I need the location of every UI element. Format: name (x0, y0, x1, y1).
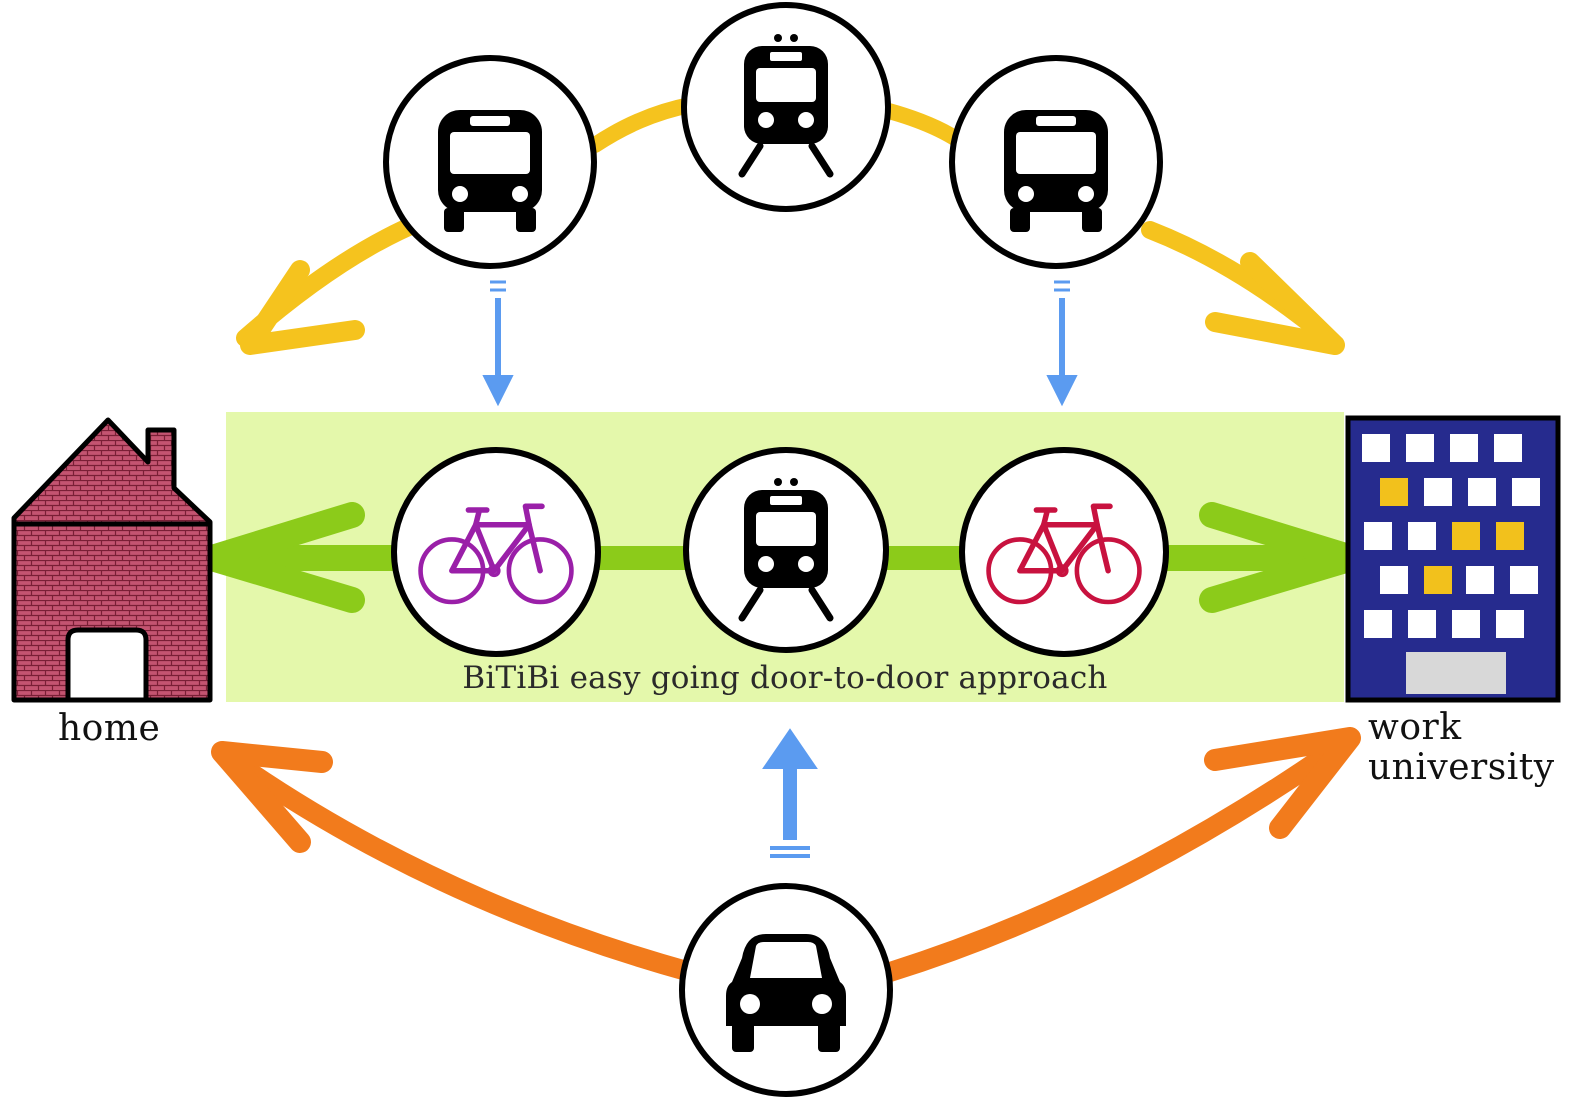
bus-node-right (949, 55, 1163, 269)
work-label: work (1368, 707, 1462, 748)
public-transport-route-arrow (236, 97, 1345, 355)
bike-node-right (959, 447, 1169, 657)
university-label: university (1368, 747, 1555, 788)
train-node-middle (683, 447, 889, 653)
transfer-arrow-left (482, 280, 514, 407)
transfer-arrow-right (1046, 280, 1078, 407)
home-label: home (58, 708, 161, 749)
car-route-arrow (211, 727, 1361, 982)
car-node (679, 883, 893, 1097)
house-icon (11, 417, 213, 703)
transfer-arrow-car (762, 728, 818, 858)
bitibi-caption: BiTiBi easy going door-to-door approach (462, 660, 1108, 696)
train-node-top (681, 2, 891, 212)
bike-node-left (391, 447, 601, 657)
bus-node-left (383, 55, 597, 269)
office-building-icon (1345, 415, 1561, 703)
work-university-label: work university (1368, 708, 1555, 788)
bitibi-route-arrow (199, 502, 1365, 613)
